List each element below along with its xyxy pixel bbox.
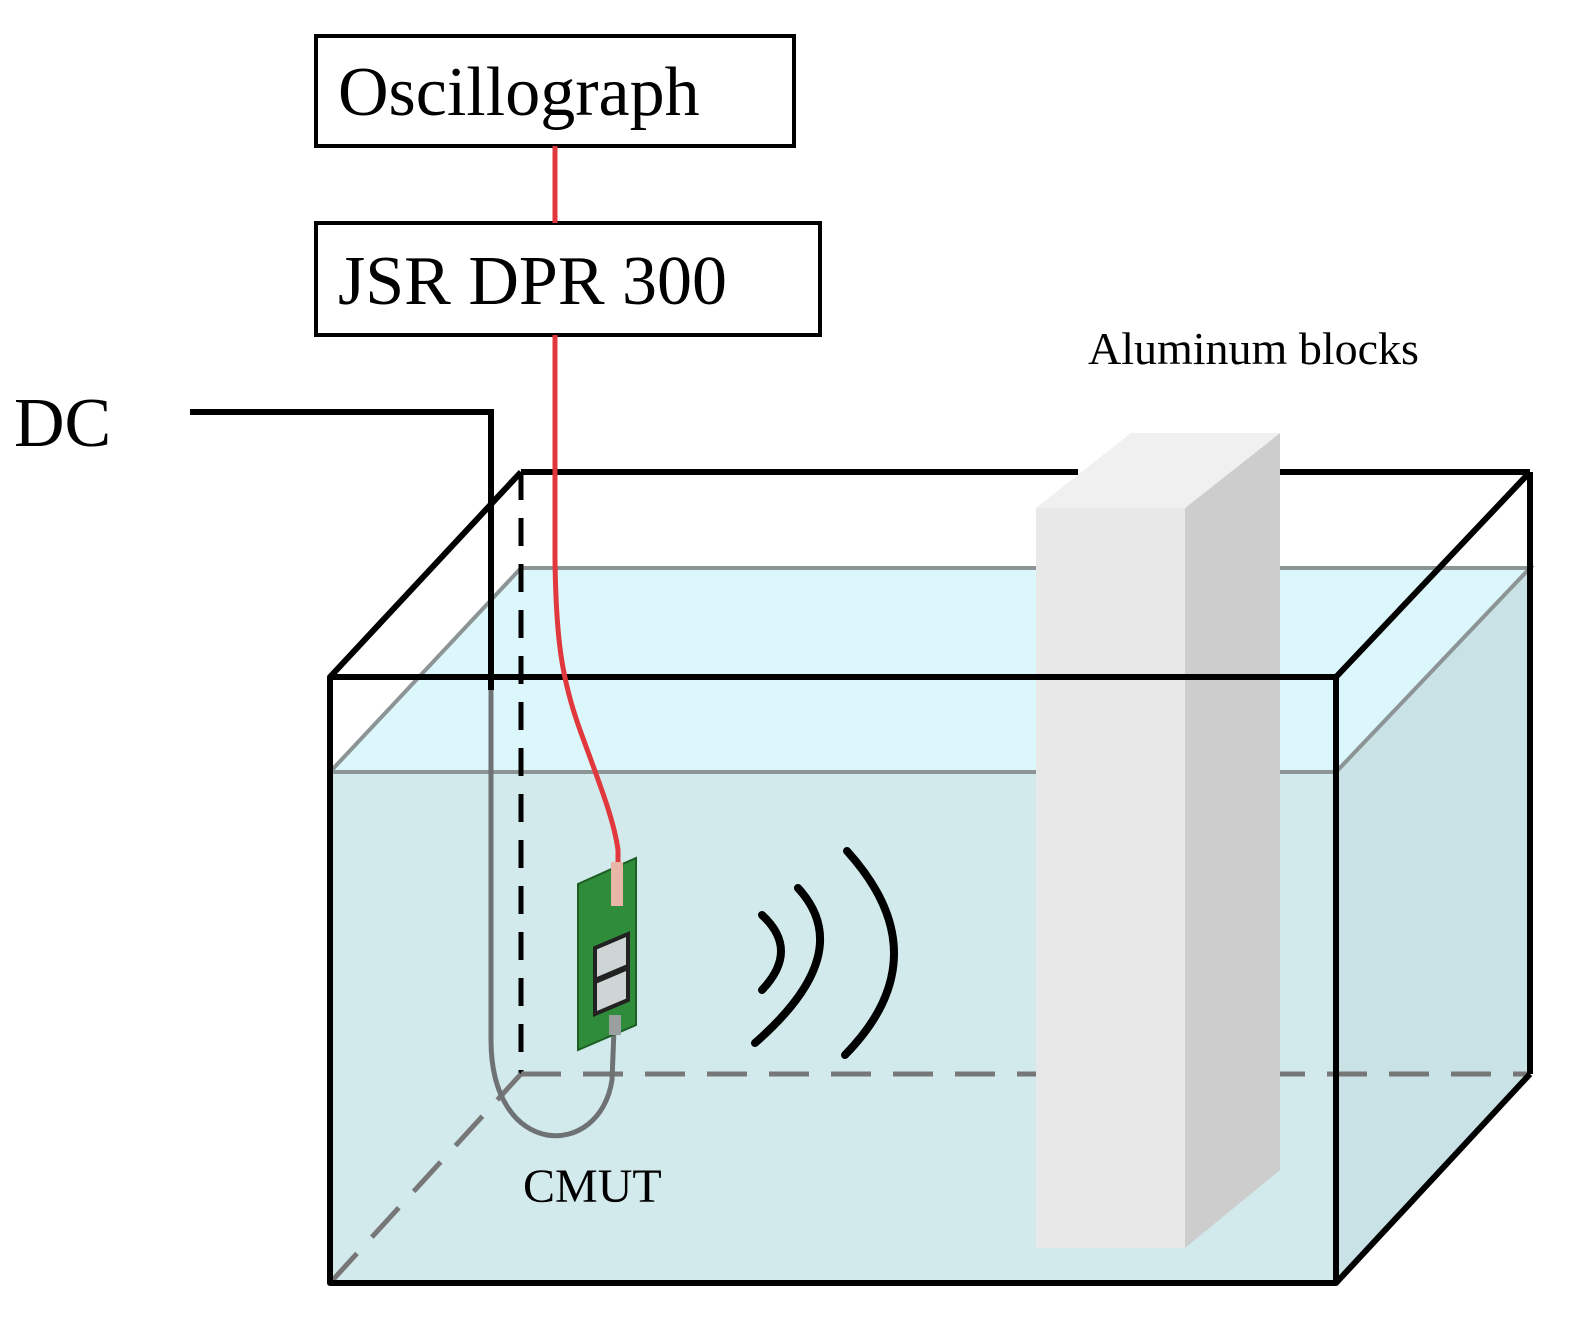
tank-hidden-edge-diagonal — [328, 1072, 523, 1285]
dc-label: DC — [14, 385, 111, 462]
tank-outline — [327, 469, 1533, 1286]
water-top-surface — [330, 568, 1530, 772]
sound-wave-icon — [751, 847, 898, 1059]
aluminum-blocks-label: Aluminum blocks — [1088, 323, 1419, 374]
pulser-box — [314, 221, 822, 337]
cmut-board-icon — [577, 856, 637, 1052]
oscillograph-box — [314, 34, 796, 148]
dc-bias-cable-underwater — [488, 690, 617, 1139]
aluminum-block-top — [1036, 433, 1280, 508]
cmut-label: CMUT — [523, 1160, 662, 1213]
oscillograph-label: Oscillograph — [338, 54, 700, 131]
aluminum-block-side — [1185, 433, 1280, 1248]
pulser-label: JSR DPR 300 — [338, 243, 727, 320]
aluminum-block-front — [1036, 508, 1185, 1248]
signal-cable-to-cmut — [552, 335, 621, 880]
dc-bias-cable — [190, 409, 494, 690]
water-side-face — [1336, 568, 1530, 1283]
